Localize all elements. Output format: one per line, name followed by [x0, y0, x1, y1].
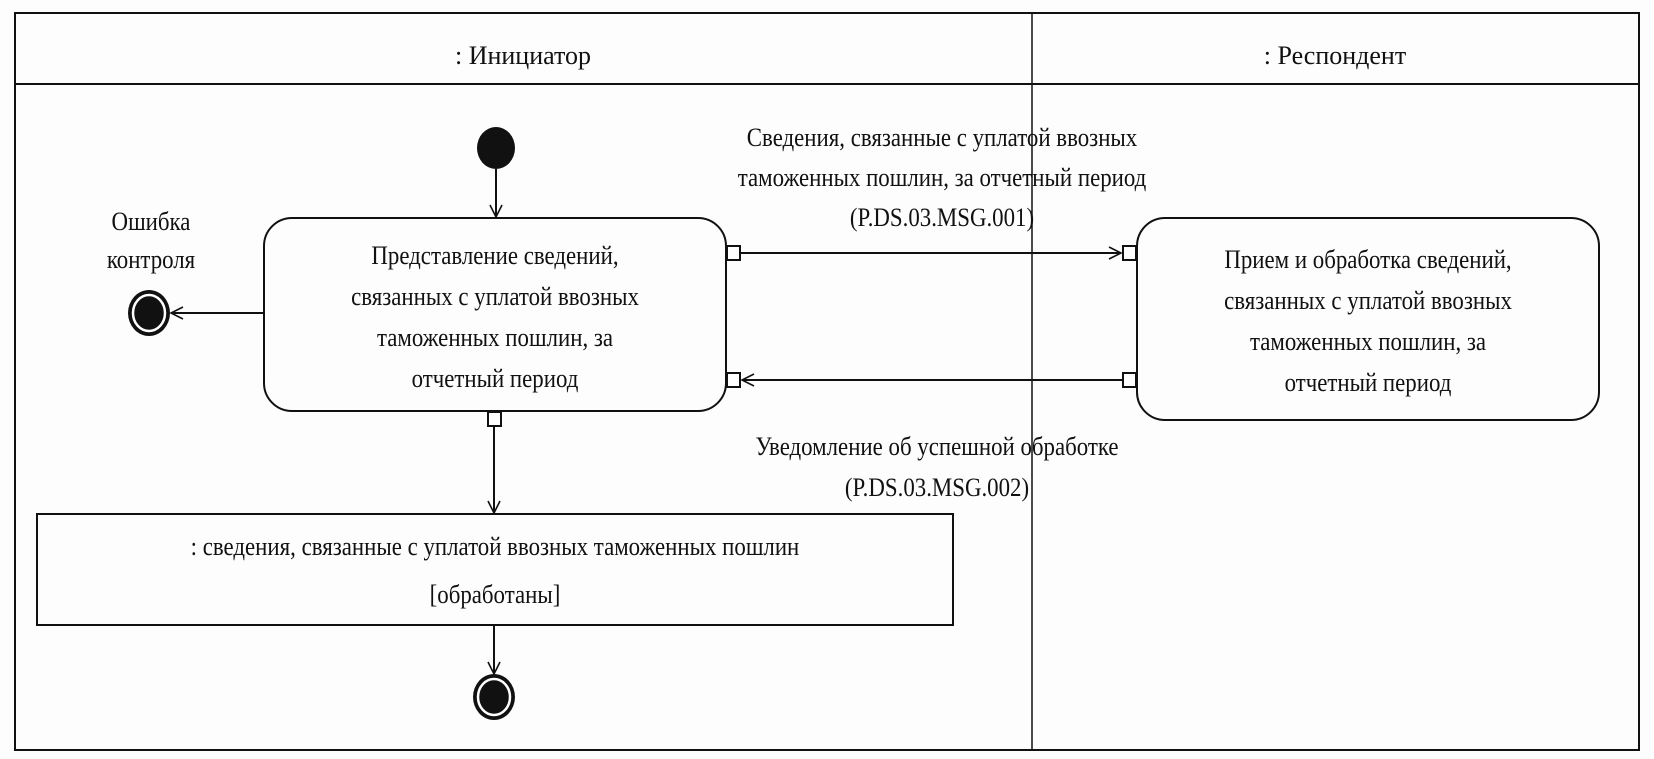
error-final-label: Ошибка — [112, 208, 191, 237]
initial-node — [477, 127, 515, 169]
message-response-label: Уведомление об успешной обработке — [755, 433, 1118, 462]
final-node — [473, 674, 515, 720]
object-node-name: : сведения, связанные с уплатой ввозных … — [191, 533, 800, 562]
input-pin — [1122, 245, 1137, 261]
error-final-node — [128, 290, 170, 336]
output-pin — [1122, 372, 1137, 388]
message-request-label: таможенных пошлин, за отчетный период — [738, 164, 1147, 193]
message-request-label: Сведения, связанные с уплатой ввозных — [747, 124, 1137, 153]
action-submit-line: таможенных пошлин, за — [377, 324, 613, 353]
action-submit-line: отчетный период — [412, 365, 579, 394]
action-submit-line: связанных с уплатой ввозных — [351, 283, 639, 312]
object-node-state: [обработаны] — [430, 581, 561, 610]
diagram-frame — [14, 12, 1640, 751]
action-receive-line: Прием и обработка сведений, — [1224, 246, 1511, 275]
input-pin — [726, 372, 741, 388]
output-pin — [487, 411, 502, 427]
object-node — [36, 513, 954, 626]
action-receive-line: связанных с уплатой ввозных — [1224, 287, 1512, 316]
output-pin — [726, 245, 741, 261]
message-response-id: (P.DS.03.MSG.002) — [845, 474, 1029, 503]
lane-respondent-label: : Респондент — [1264, 41, 1406, 70]
final-node-ring — [476, 677, 512, 717]
lane-initiator-label: : Инициатор — [455, 41, 591, 70]
action-receive-line: отчетный период — [1285, 369, 1452, 398]
action-receive-line: таможенных пошлин, за — [1250, 328, 1486, 357]
error-final-label: контроля — [107, 246, 195, 275]
message-request-id: (P.DS.03.MSG.001) — [850, 204, 1034, 233]
action-submit-line: Представление сведений, — [371, 242, 618, 271]
action-receive — [1136, 217, 1600, 421]
error-final-node-ring — [131, 293, 167, 333]
